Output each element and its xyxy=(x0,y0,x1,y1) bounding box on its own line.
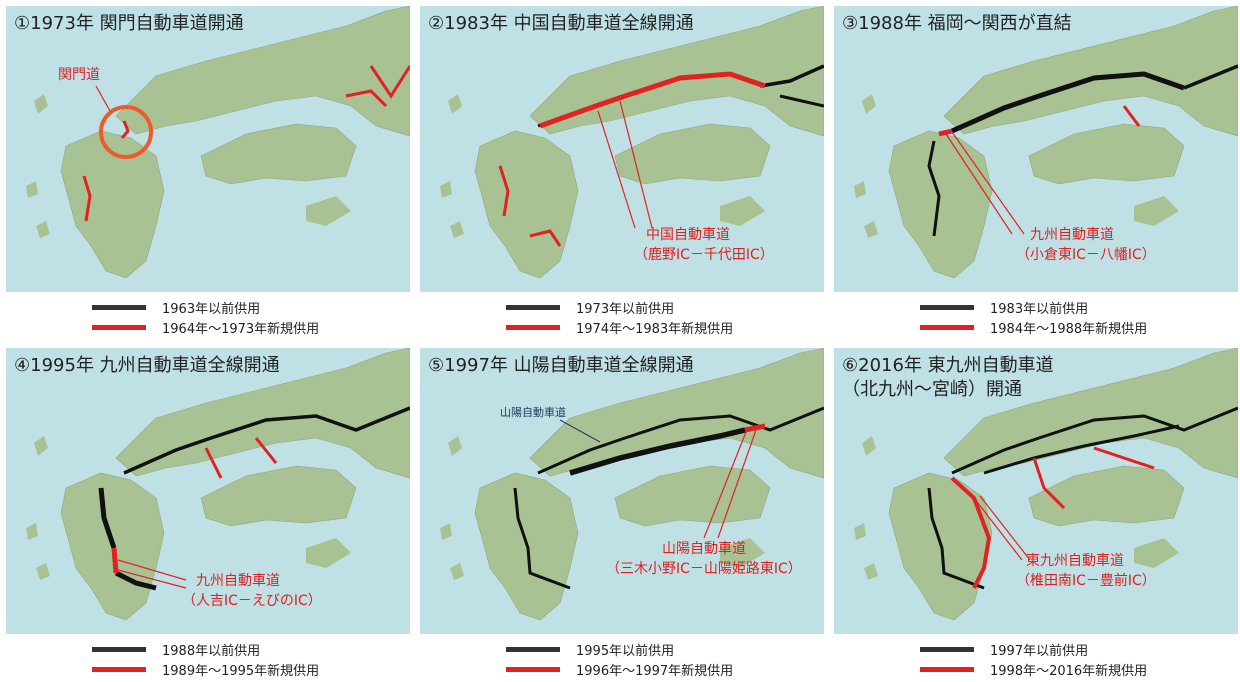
legend-label-existing: 1963年以前供用 xyxy=(162,302,261,317)
legend-swatch-existing xyxy=(506,647,560,652)
callout-label: 九州自動車道 xyxy=(1030,227,1114,243)
legend-swatch-existing xyxy=(920,305,974,310)
callout-sublabel: （小倉東IC－八幡IC） xyxy=(1016,247,1156,263)
legend-label-new: 1998年～2016年新規供用 xyxy=(990,664,1148,679)
legend-label-existing: 1973年以前供用 xyxy=(576,302,675,317)
callout-label: 関門道 xyxy=(58,67,100,83)
legend-swatch-new xyxy=(920,325,974,330)
map-image-5 xyxy=(420,348,824,634)
legend-label-new: 1996年～1997年新規供用 xyxy=(576,664,734,679)
callout-label: 九州自動車道 xyxy=(196,573,280,589)
map-image-2 xyxy=(420,6,824,292)
legend-swatch-existing xyxy=(920,647,974,652)
panel-title: ②1983年 中国自動車道全線開通 xyxy=(428,13,694,34)
callout-label: 中国自動車道 xyxy=(646,227,730,243)
panel-title: ①1973年 関門自動車道開通 xyxy=(14,13,244,34)
callout-sublabel: （椎田南IC－豊前IC） xyxy=(1016,573,1156,589)
panel-title: ⑤1997年 山陽自動車道全線開通 xyxy=(428,355,694,376)
legend-label-existing: 1988年以前供用 xyxy=(162,644,261,659)
map-panel-1: ①1973年 関門自動車道開通 関門道 1963年以前供用 1964年～1973… xyxy=(6,6,410,340)
legend: 1963年以前供用 1964年～1973年新規供用 xyxy=(6,298,410,340)
legend-label-existing: 1997年以前供用 xyxy=(990,644,1089,659)
legend-swatch-new xyxy=(92,667,146,672)
callout-label: 山陽自動車道 xyxy=(662,541,746,557)
legend-swatch-existing xyxy=(506,305,560,310)
map-image-1 xyxy=(6,6,410,292)
callout-label-small: 山陽自動車道 xyxy=(500,406,566,419)
legend: 1983年以前供用 1984年～1988年新規供用 xyxy=(834,298,1238,340)
legend-label-new: 1989年～1995年新規供用 xyxy=(162,664,320,679)
legend-swatch-new xyxy=(920,667,974,672)
callout-label: 東九州自動車道 xyxy=(1026,553,1124,569)
highlight-circle xyxy=(99,105,153,159)
legend-swatch-new xyxy=(506,667,560,672)
legend-swatch-existing xyxy=(92,305,146,310)
legend: 1995年以前供用 1996年～1997年新規供用 xyxy=(420,640,824,682)
legend-label-new: 1964年～1973年新規供用 xyxy=(162,322,320,337)
legend: 1973年以前供用 1974年～1983年新規供用 xyxy=(420,298,824,340)
map-panel-6: ⑥2016年 東九州自動車道 （北九州～宮崎）開通 東九州自動車道 （椎田南IC… xyxy=(834,348,1238,682)
callout-sublabel: （鹿野IC－千代田IC） xyxy=(634,247,774,263)
map-panel-5: ⑤1997年 山陽自動車道全線開通 山陽自動車道 山陽自動車道 （三木小野IC－… xyxy=(420,348,824,682)
legend-swatch-new xyxy=(92,325,146,330)
map-panel-4: ④1995年 九州自動車道全線開通 九州自動車道 （人吉IC－えびのIC） 19… xyxy=(6,348,410,682)
legend-swatch-existing xyxy=(92,647,146,652)
callout-sublabel: （三木小野IC－山陽姫路東IC） xyxy=(606,561,802,577)
legend-label-new: 1974年～1983年新規供用 xyxy=(576,322,734,337)
map-image-3 xyxy=(834,6,1238,292)
legend: 1988年以前供用 1989年～1995年新規供用 xyxy=(6,640,410,682)
map-image-6 xyxy=(834,348,1238,634)
map-image-4 xyxy=(6,348,410,634)
panel-title: ③1988年 福岡～関西が直結 xyxy=(842,13,1072,34)
map-panel-3: ③1988年 福岡～関西が直結 九州自動車道 （小倉東IC－八幡IC） 1983… xyxy=(834,6,1238,340)
map-panel-2: ②1983年 中国自動車道全線開通 中国自動車道 （鹿野IC－千代田IC） 19… xyxy=(420,6,824,340)
legend-label-existing: 1983年以前供用 xyxy=(990,302,1089,317)
legend-swatch-new xyxy=(506,325,560,330)
panel-title: ④1995年 九州自動車道全線開通 xyxy=(14,355,280,376)
panel-title: ⑥2016年 東九州自動車道 （北九州～宮崎）開通 xyxy=(842,355,1054,400)
legend-label-new: 1984年～1988年新規供用 xyxy=(990,322,1148,337)
legend-label-existing: 1995年以前供用 xyxy=(576,644,675,659)
callout-sublabel: （人吉IC－えびのIC） xyxy=(182,593,322,609)
legend: 1997年以前供用 1998年～2016年新規供用 xyxy=(834,640,1238,682)
